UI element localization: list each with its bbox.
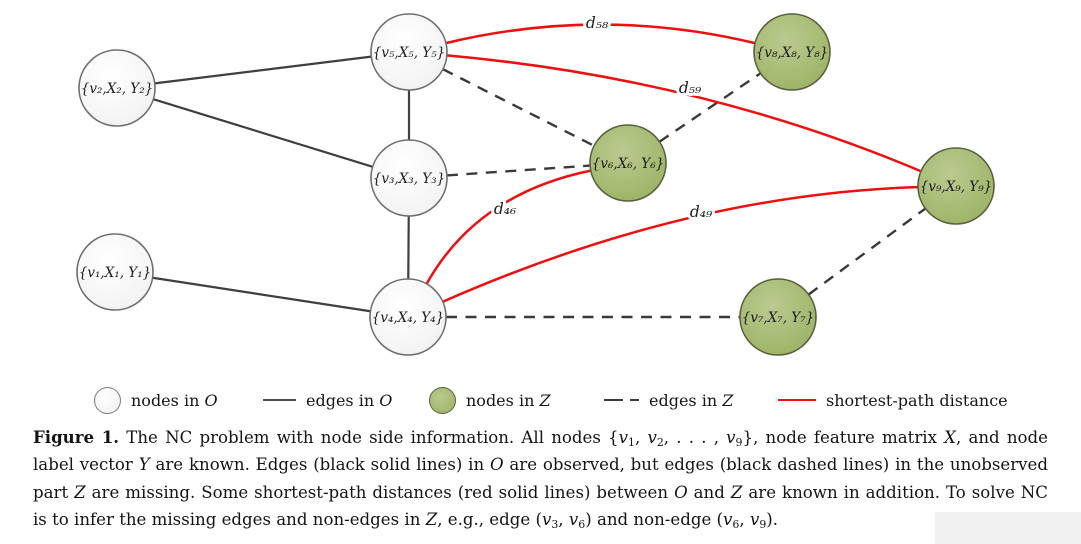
legend-label: shortest-path distance [826,390,1008,410]
node-label-v5: {v₅,X₅, Y₅} [373,45,445,61]
node-v6 [589,124,667,202]
node-v8 [753,13,831,91]
edge-z-v6-v8 [658,72,762,143]
graph-svg: {v₁,X₁, Y₁} {v₂,X₂, Y₂} {v₃,X₃, Y₃} {v₄,X₄,… [76,11,995,356]
node-label-v2: {v₂,X₂, Y₂} [81,81,153,97]
distance-curve-v4-v9 [441,185,920,303]
node-label-v3: {v₃,X₃, Y₃} [373,171,445,187]
gray-artifact-box [935,512,1081,544]
node-label-v6: {v₆,X₆, Y₆} [592,156,664,172]
legend-label: nodes in O [131,390,218,410]
distance-curve-v5-v9 [445,54,923,173]
shortest-path-layer [425,23,923,303]
graph-diagram: {v₁,X₁, Y₁} {v₂,X₂, Y₂} {v₃,X₃, Y₃} {v₄,X₄,… [76,11,995,356]
red-line-icon [778,399,816,401]
node-v4 [369,278,447,356]
legend-item-nodes-in-o: nodes in O [94,385,218,415]
node-label-v8: {v₈,X₈, Y₈} [756,45,828,61]
node-label-v4: {v₄,X₄, Y₄} [372,310,444,326]
node-v7 [739,278,817,356]
edge-o-v1-v4 [151,276,372,313]
node-v1 [76,233,154,311]
dashed-line-icon [604,399,639,401]
green-node-icon [429,386,456,414]
legend-item-edges-in-o: edges in O [263,385,392,415]
distance-curve-v5-v8 [444,23,757,45]
edge-z-v5-v6 [442,68,595,147]
node-v5 [370,13,448,91]
nodes-layer: {v₁,X₁, Y₁} {v₂,X₂, Y₂} {v₃,X₃, Y₃} {v₄,X₄,… [76,13,995,356]
solid-line-icon [263,399,296,401]
distance-label-v5-v8: d₅₈ [586,14,609,32]
distance-labels-layer: d₅₈ d₅₉ d₄₆ d₄₉ [491,11,716,224]
node-label-v1: {v₁,X₁, Y₁} [79,265,151,281]
edges-in-o-layer [151,55,411,313]
legend-item-nodes-in-z: nodes in Z [429,385,551,415]
node-v3 [370,139,448,217]
edge-z-v3-v6 [446,164,591,177]
edge-o-v2-v5 [153,55,373,85]
legend-label: edges in Z [649,390,734,410]
distance-label-v5-v9: d₅₉ [679,79,702,97]
node-label-v7: {v₇,X₇, Y₇} [742,310,814,326]
node-v2 [78,49,156,127]
edges-in-z-layer [442,68,927,319]
distance-label-v4-v6: d₄₆ [494,200,516,218]
legend-label: edges in O [306,390,393,410]
distance-label-v4-v9: d₄₉ [690,203,713,221]
figure-caption: Figure 1. The NC problem with node side … [33,427,1048,532]
legend-item-edges-in-z: edges in Z [604,385,733,415]
distance-curve-v4-v6 [425,169,593,286]
white-node-icon [94,386,121,414]
edge-o-v2-v3 [152,98,374,168]
legend-item-shortest-path: shortest-path distance [778,385,1008,415]
node-v9 [917,147,995,225]
legend-label: nodes in Z [466,390,551,410]
edge-z-v7-v9 [807,207,927,296]
node-label-v9: {v₉,X₉, Y₉} [920,179,992,195]
